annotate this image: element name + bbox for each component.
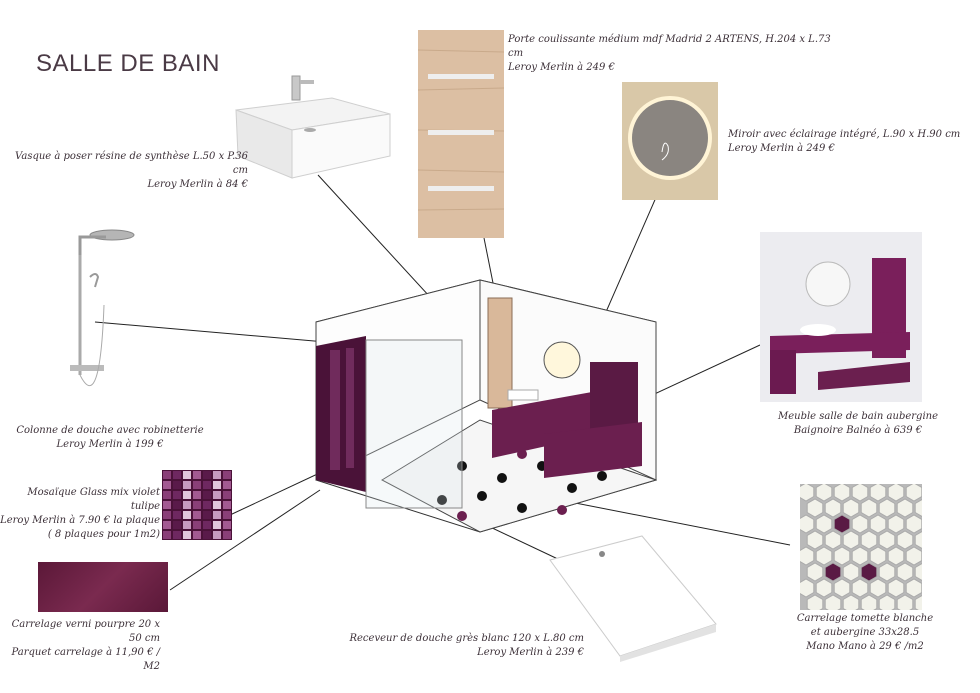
meuble-image bbox=[760, 232, 922, 402]
miroir-image bbox=[622, 82, 718, 200]
carrelage-verni-image bbox=[38, 562, 168, 612]
caption-vasque-line: Vasque à poser résine de synthèse L.50 x… bbox=[15, 151, 248, 176]
caption-tomette-size: et aubergine 33x28.5 bbox=[810, 627, 920, 638]
caption-mosaique: Mosaïque Glass mix violet tulipe Leroy M… bbox=[0, 486, 160, 542]
caption-receveur-line: Receveur de douche grès blanc 120 x L.80… bbox=[349, 633, 584, 644]
caption-tomette-price: Mano Mano à 29 € /m2 bbox=[806, 641, 924, 652]
caption-miroir-line: Miroir avec éclairage intégré, L.90 x H.… bbox=[728, 129, 961, 140]
caption-tomette-line: Carrelage tomette blanche bbox=[796, 613, 934, 624]
page-title: SALLE DE BAIN bbox=[36, 50, 220, 77]
caption-tomette: Carrelage tomette blanche et aubergine 3… bbox=[790, 612, 940, 654]
mosaique-image bbox=[162, 470, 232, 540]
caption-mosaique-note: ( 8 plaques pour 1m2) bbox=[47, 529, 160, 540]
colonne-image bbox=[70, 229, 135, 387]
caption-colonne-price: Leroy Merlin à 199 € bbox=[56, 439, 164, 450]
caption-miroir-price: Leroy Merlin à 249 € bbox=[728, 143, 835, 154]
porte-image bbox=[418, 30, 504, 238]
caption-vasque-price: Leroy Merlin à 84 € bbox=[147, 179, 248, 190]
caption-carrelage-price: Parquet carrelage à 11,90 € / M2 bbox=[11, 647, 160, 672]
room-sketch bbox=[315, 279, 657, 533]
caption-carrelage-line: Carrelage verni pourpre 20 x 50 cm bbox=[11, 619, 160, 644]
caption-porte-price: Leroy Merlin à 249 € bbox=[508, 62, 615, 73]
caption-colonne-line: Colonne de douche avec robinetterie bbox=[16, 425, 204, 436]
receveur-image bbox=[549, 535, 717, 662]
caption-meuble-line: Meuble salle de bain aubergine bbox=[777, 411, 939, 422]
caption-mosaique-price: Leroy Merlin à 7.90 € la plaque bbox=[0, 515, 160, 526]
caption-colonne: Colonne de douche avec robinetterie Lero… bbox=[10, 424, 210, 452]
caption-porte-line: Porte coulissante médium mdf Madrid 2 AR… bbox=[508, 34, 831, 59]
caption-receveur: Receveur de douche grès blanc 120 x L.80… bbox=[340, 632, 584, 660]
caption-receveur-price: Leroy Merlin à 239 € bbox=[477, 647, 584, 658]
caption-porte: Porte coulissante médium mdf Madrid 2 AR… bbox=[508, 33, 848, 75]
caption-carrelage-verni: Carrelage verni pourpre 20 x 50 cm Parqu… bbox=[0, 618, 160, 674]
vasque-image bbox=[235, 75, 391, 179]
tomette-image bbox=[800, 484, 922, 610]
caption-miroir: Miroir avec éclairage intégré, L.90 x H.… bbox=[728, 128, 968, 156]
caption-mosaique-line: Mosaïque Glass mix violet tulipe bbox=[27, 487, 160, 512]
caption-vasque: Vasque à poser résine de synthèse L.50 x… bbox=[10, 150, 248, 192]
caption-meuble-price: Baignoire Balnéo à 639 € bbox=[793, 425, 923, 436]
caption-meuble: Meuble salle de bain aubergine Baignoire… bbox=[748, 410, 968, 438]
